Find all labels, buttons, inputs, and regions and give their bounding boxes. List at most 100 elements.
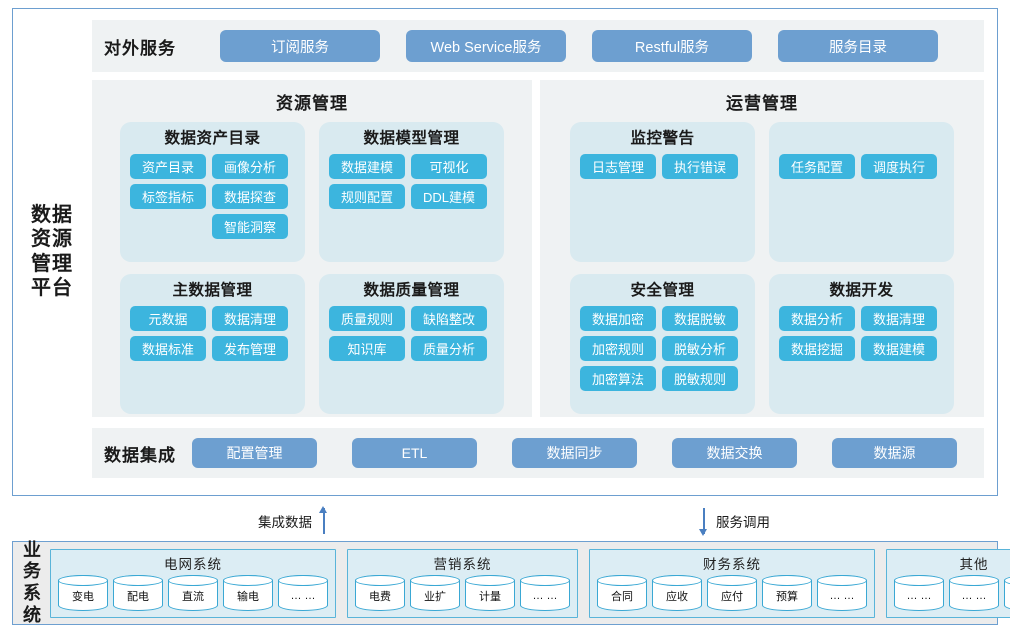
panel-title: 数据资产目录 xyxy=(164,130,261,147)
chip-defect-rectification[interactable]: 缺陷整改 xyxy=(411,306,487,331)
zone-title-resource: 资源管理 xyxy=(276,94,348,113)
data-integration-title: 数据集成 xyxy=(104,445,176,465)
business-group-title: 其他 xyxy=(959,556,989,572)
database-icon[interactable]: 输电 xyxy=(223,574,273,611)
database-icon[interactable]: 变电 xyxy=(58,574,108,611)
chip-asset-catalog[interactable]: 资产目录 xyxy=(130,154,206,179)
chip-data-modeling[interactable]: 数据建模 xyxy=(329,154,405,179)
connector-label: 服务调用 xyxy=(716,515,770,530)
database-icon[interactable]: … … xyxy=(894,574,944,611)
panel-task-scheduling: 任务配置 调度执行 xyxy=(769,122,954,262)
panel-data-asset-catalog: 数据资产目录 资产目录 标签指标 画像分析 数据探查 智能洞察 xyxy=(120,122,305,262)
chip-ddl-modeling[interactable]: DDL建模 xyxy=(411,184,487,209)
chip-data-masking[interactable]: 数据脱敏 xyxy=(662,306,738,331)
business-group-title: 电网系统 xyxy=(164,556,222,572)
panel-master-data-management: 主数据管理 元数据 数据清理 数据标准 发布管理 xyxy=(120,274,305,414)
database-icon[interactable]: … … xyxy=(949,574,999,611)
chip-data-encryption[interactable]: 数据加密 xyxy=(580,306,656,331)
business-group-other: 其他 … … … … … … xyxy=(886,548,1010,618)
business-group-marketing: 营销系统 电费 业扩 计量 … … xyxy=(347,548,578,618)
service-button-restful[interactable]: Restful服务 xyxy=(592,30,752,62)
chip-knowledge-base[interactable]: 知识库 xyxy=(329,336,405,361)
chip-masking-rule[interactable]: 脱敏规则 xyxy=(662,366,738,391)
panel-data-model-management: 数据模型管理 数据建模 可视化 规则配置 DDL建模 xyxy=(319,122,504,262)
business-systems-frame: 业务系统 电网系统 变电 配电 直流 输电 … … 营销系统 电费 业扩 计量 xyxy=(12,540,1010,625)
database-icon[interactable]: 合同 xyxy=(597,574,647,611)
chip-visualization[interactable]: 可视化 xyxy=(411,154,487,179)
database-icon[interactable]: 电费 xyxy=(355,574,405,611)
database-label: 预算 xyxy=(776,591,798,603)
chip-data-analysis[interactable]: 数据分析 xyxy=(779,306,855,331)
connector-service-call: 服务调用 xyxy=(698,506,770,536)
panel-title: 主数据管理 xyxy=(172,282,253,299)
chip-masking-analysis[interactable]: 脱敏分析 xyxy=(662,336,738,361)
zone-resource-management: 资源管理 数据资产目录 资产目录 标签指标 画像分析 数据探查 智能洞察 xyxy=(92,80,532,417)
service-button-webservice[interactable]: Web Service服务 xyxy=(406,30,566,62)
panel-title: 数据模型管理 xyxy=(363,130,460,147)
business-group-title: 营销系统 xyxy=(433,556,492,572)
panel-data-development: 数据开发 数据分析 数据清理 数据挖掘 数据建模 xyxy=(769,274,954,414)
external-services-band: 对外服务 订阅服务 Web Service服务 Restful服务 服务目录 xyxy=(92,20,984,72)
service-button-subscription[interactable]: 订阅服务 xyxy=(220,30,380,62)
zone-operation-management: 运营管理 监控警告 日志管理 执行错误 任务配置 调度执行 安全管理 xyxy=(540,80,984,417)
service-button-catalog[interactable]: 服务目录 xyxy=(778,30,938,62)
integration-button-exchange[interactable]: 数据交换 xyxy=(672,438,797,468)
panel-security-management: 安全管理 数据加密 数据脱敏 加密规则 脱敏分析 加密算法 脱敏规则 xyxy=(570,274,755,414)
database-icon[interactable]: 直流 xyxy=(168,574,218,611)
chip-portrait-analysis[interactable]: 画像分析 xyxy=(212,154,288,179)
database-icon[interactable]: … … xyxy=(817,574,867,611)
database-label: 输电 xyxy=(237,591,259,603)
database-label: … … xyxy=(906,590,932,602)
database-icon[interactable]: 应付 xyxy=(707,574,757,611)
chip-execution-error[interactable]: 执行错误 xyxy=(662,154,738,179)
chip-data-cleaning-dev[interactable]: 数据清理 xyxy=(861,306,937,331)
chip-smart-insight[interactable]: 智能洞察 xyxy=(212,214,288,239)
database-label: 配电 xyxy=(127,591,149,603)
database-label: 计量 xyxy=(479,591,501,603)
chip-data-exploration[interactable]: 数据探查 xyxy=(212,184,288,209)
zone-title-operation: 运营管理 xyxy=(726,94,798,113)
connector-row: 集成数据 服务调用 xyxy=(0,500,1010,540)
database-label: 业扩 xyxy=(424,591,446,603)
platform-side-label: 数据资源管理平台 xyxy=(13,9,91,494)
integration-button-datasource[interactable]: 数据源 xyxy=(832,438,957,468)
database-label: 电费 xyxy=(369,591,391,603)
chip-data-mining[interactable]: 数据挖掘 xyxy=(779,336,855,361)
database-icon[interactable]: 应收 xyxy=(652,574,702,611)
integration-button-config[interactable]: 配置管理 xyxy=(192,438,317,468)
database-icon[interactable]: … … xyxy=(1004,574,1010,611)
data-integration-band: 数据集成 配置管理 ETL 数据同步 数据交换 数据源 xyxy=(92,428,984,478)
chip-encryption-rule[interactable]: 加密规则 xyxy=(580,336,656,361)
chip-rule-config[interactable]: 规则配置 xyxy=(329,184,405,209)
business-group-title: 财务系统 xyxy=(703,556,761,572)
chip-tag-metric[interactable]: 标签指标 xyxy=(130,184,206,209)
chip-metadata[interactable]: 元数据 xyxy=(130,306,206,331)
database-label: 合同 xyxy=(611,591,633,603)
database-label: 直流 xyxy=(182,591,204,603)
integration-button-etl[interactable]: ETL xyxy=(352,438,477,468)
database-icon[interactable]: … … xyxy=(278,574,328,611)
database-icon[interactable]: … … xyxy=(520,574,570,611)
chip-data-standard[interactable]: 数据标准 xyxy=(130,336,206,361)
chip-log-management[interactable]: 日志管理 xyxy=(580,154,656,179)
connector-integrate-data: 集成数据 xyxy=(258,506,330,536)
chip-quality-rule[interactable]: 质量规则 xyxy=(329,306,405,331)
arrow-down-icon xyxy=(698,506,710,536)
database-label: … … xyxy=(290,590,316,602)
database-icon[interactable]: 计量 xyxy=(465,574,515,611)
chip-data-modeling-dev[interactable]: 数据建模 xyxy=(861,336,937,361)
chip-quality-analysis[interactable]: 质量分析 xyxy=(411,336,487,361)
chip-data-cleaning[interactable]: 数据清理 xyxy=(212,306,288,331)
chip-schedule-execution[interactable]: 调度执行 xyxy=(861,154,937,179)
panel-data-quality-management: 数据质量管理 质量规则 缺陷整改 知识库 质量分析 xyxy=(319,274,504,414)
database-icon[interactable]: 预算 xyxy=(762,574,812,611)
chip-encryption-algorithm[interactable]: 加密算法 xyxy=(580,366,656,391)
business-group-finance: 财务系统 合同 应收 应付 预算 … … xyxy=(589,548,875,618)
database-icon[interactable]: 业扩 xyxy=(410,574,460,611)
chip-task-config[interactable]: 任务配置 xyxy=(779,154,855,179)
business-group-grid: 电网系统 变电 配电 直流 输电 … … xyxy=(50,548,336,618)
integration-button-sync[interactable]: 数据同步 xyxy=(512,438,637,468)
chip-publish-management[interactable]: 发布管理 xyxy=(212,336,288,361)
database-icon[interactable]: 配电 xyxy=(113,574,163,611)
